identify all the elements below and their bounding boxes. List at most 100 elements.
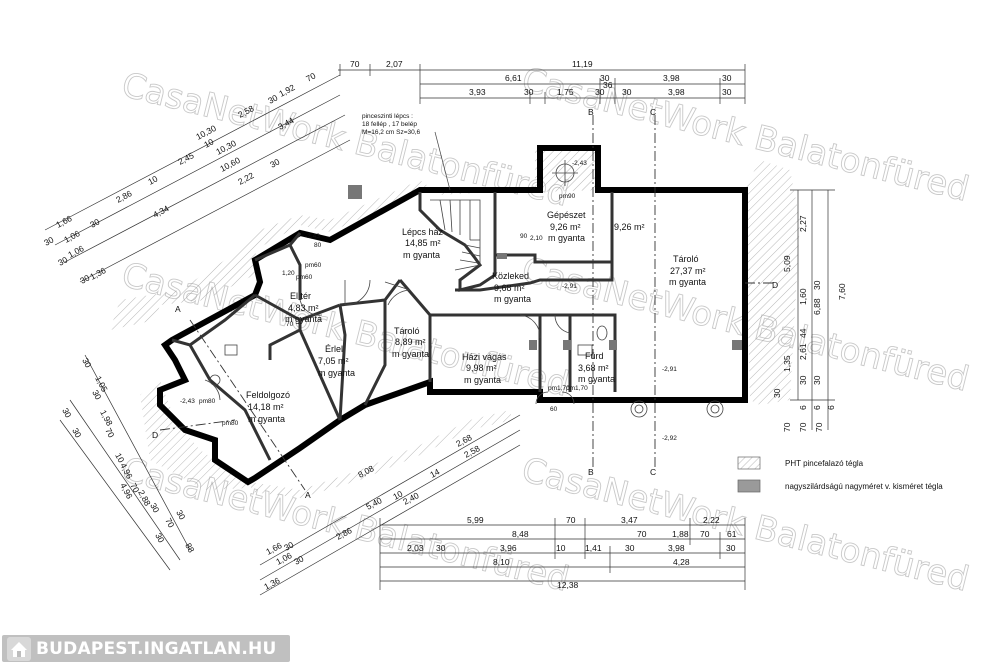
room-name: Közleked <box>492 271 529 281</box>
dimensions-lower-left <box>59 354 191 571</box>
dimension-value: 2,58 <box>462 443 482 460</box>
room-lepcshaz: Lépcs ház 14,85 m² m gyanta <box>402 227 444 260</box>
legend: PHT pincefalazó tégla nagyszilárdságú na… <box>737 456 943 493</box>
room-area: 14,18 m² <box>248 402 284 412</box>
room-floor: m gyanta <box>494 294 531 304</box>
dimension-value: 1,35 <box>782 355 792 372</box>
opening-label: pm90 <box>559 193 576 200</box>
legend-swatch-pht <box>737 456 761 470</box>
dimensions-upper-left <box>44 74 351 283</box>
dimensions-top <box>338 64 746 104</box>
level-value: -2,91 <box>662 366 677 373</box>
opening-label: 90 <box>520 233 528 240</box>
dimension-text-right: 2,27 1,60 44 2,61 1,35 30 5,09 30 6,88 3… <box>772 215 847 432</box>
dimension-value: 10 <box>202 136 215 149</box>
section-label: A <box>175 304 181 314</box>
room-floor: m gyanta <box>548 233 585 243</box>
room-name: Tároló <box>394 326 420 336</box>
dimension-value: 70 <box>304 70 317 83</box>
dimension-value: 70 <box>637 529 647 539</box>
dimension-value: 1,88 <box>672 529 689 539</box>
room-area: 7,05 m² <box>318 356 349 366</box>
room-floor: m gyanta <box>669 277 706 287</box>
legend-label-brick: nagyszilárdságú nagyméret v. kisméret té… <box>785 482 943 491</box>
dimension-value: 44 <box>798 328 808 338</box>
dimension-value: 3,47 <box>621 515 638 525</box>
dimension-value: 30 <box>625 543 635 553</box>
dimension-value: 30 <box>268 156 281 169</box>
dimension-value: 6,61 <box>505 73 522 83</box>
section-label: A <box>305 490 311 500</box>
dimension-value: 3,98 <box>668 543 685 553</box>
dimension-value: 30 <box>772 388 782 398</box>
outer-wall <box>157 145 748 486</box>
room-name: El tér <box>290 291 311 301</box>
room-tarolo-small: Tároló 8,89 m² m gyanta <box>392 326 429 359</box>
dimension-value: 10 <box>391 488 404 501</box>
level-marks: -2,43 -2,43 -2,43 -2,91 -2,91 -2,92 <box>180 160 677 442</box>
dimension-value: 11,19 <box>572 59 593 69</box>
dimension-value: 6,88 <box>812 298 822 315</box>
room-name: Lépcs ház <box>402 227 444 237</box>
dimension-value: 2,22 <box>236 170 256 187</box>
opening-label: 2,10 <box>530 235 543 242</box>
room-gepeszet: Gépészet 9,26 m² m gyanta 9,26 m² <box>547 210 645 243</box>
dimension-value: 8,48 <box>512 529 529 539</box>
dimensions-right <box>790 189 835 430</box>
dimension-value: 30 <box>174 508 187 521</box>
room-floor: m gyanta <box>248 414 285 424</box>
section-label: D <box>772 280 778 290</box>
dimension-value: 36 <box>603 80 613 90</box>
opening-label: 70 <box>286 321 294 328</box>
room-area-alt: 9,26 m² <box>614 222 645 232</box>
legend-swatch-brick <box>737 479 761 493</box>
room-hazivagas: Házi vágás 9,98 m² m gyanta <box>462 352 507 385</box>
room-name: Tároló <box>673 254 699 264</box>
room-name: Érlel <box>325 344 343 354</box>
dimension-value: 30 <box>292 553 305 566</box>
dimension-value: 70 <box>163 516 176 529</box>
room-name: Házi vágás <box>462 352 507 362</box>
dimension-value: 70 <box>566 515 576 525</box>
room-name: Gépészet <box>547 210 586 220</box>
logo-text: BUDAPEST.INGATLAN.HU <box>36 638 277 659</box>
dimension-text-top: 70 2,07 11,19 6,61 30 3,98 30 36 3,93 30… <box>350 59 732 97</box>
dimension-value: 2,22 <box>703 515 720 525</box>
dimension-value: 1,36 <box>88 265 108 282</box>
dimension-value: 6 <box>812 405 822 410</box>
room-area: 14,85 m² <box>405 238 441 248</box>
dimension-value: 30 <box>90 388 103 401</box>
opening-label: 80 <box>314 242 322 249</box>
dimension-value: 30 <box>524 87 534 97</box>
section-label: C <box>650 107 656 117</box>
opening-label: pm80 <box>199 398 216 405</box>
dimension-value: 5,40 <box>364 495 384 512</box>
section-labels: A A B B C C D D <box>152 107 778 500</box>
room-floor: m gyanta <box>285 314 322 324</box>
dimension-value: 6 <box>798 405 808 410</box>
site-logo: BUDAPEST.INGATLAN.HU <box>2 635 290 662</box>
level-value: -2,92 <box>662 435 677 442</box>
dimension-value: 30 <box>56 254 69 267</box>
dimension-value: 14 <box>428 466 441 479</box>
dimension-value: 1,06 <box>274 550 294 567</box>
staircase <box>430 199 481 271</box>
room-floor: m gyanta <box>578 374 615 384</box>
dimension-value: 2,03 <box>407 543 424 553</box>
dimension-value: 70 <box>103 426 116 439</box>
watermark: CasaNetWork Balatonfüred CasaNetWork Bal… <box>117 59 973 600</box>
room-kozlekedo: Közleked 9,68 m² m gyanta <box>492 271 531 304</box>
room-area: 9,98 m² <box>466 363 497 373</box>
dimension-value: 1,75 <box>557 87 574 97</box>
dimension-value: 5,09 <box>782 255 792 272</box>
dimension-value: 30 <box>42 234 55 247</box>
room-tarolo-big: Tároló 27,37 m² m gyanta <box>669 254 706 287</box>
opening-label: pm60 <box>305 262 322 269</box>
dimension-value: 1,92 <box>277 82 297 99</box>
dimension-value: 10 <box>113 451 126 464</box>
dimension-value: 70 <box>782 422 792 432</box>
room-name: Feldolgozó <box>246 390 290 400</box>
dimension-value: 3,98 <box>663 73 680 83</box>
